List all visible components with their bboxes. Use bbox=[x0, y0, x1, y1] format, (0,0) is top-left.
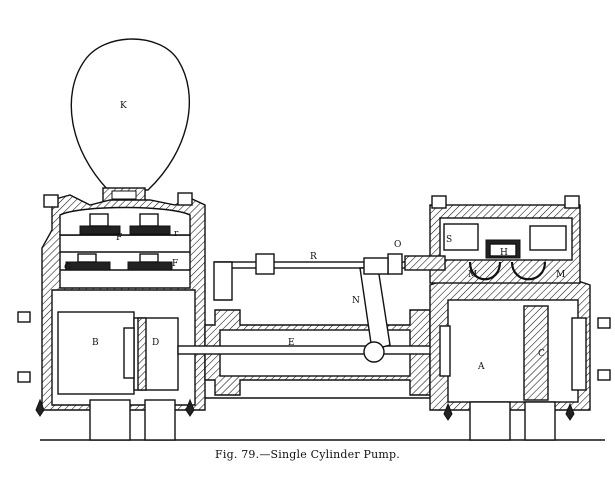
label-F: F bbox=[116, 233, 122, 243]
label-K: K bbox=[120, 101, 127, 111]
label-O: O bbox=[394, 240, 401, 250]
air-vessel bbox=[70, 38, 190, 203]
right-legs bbox=[443, 401, 575, 441]
left-legs bbox=[35, 398, 195, 441]
label-A: A bbox=[477, 362, 485, 372]
steam-chest bbox=[429, 195, 581, 284]
label-G: G bbox=[64, 263, 71, 273]
label-r: r bbox=[174, 229, 179, 239]
label-E: E bbox=[288, 338, 295, 348]
label-C: C bbox=[538, 349, 545, 359]
label-H: H bbox=[500, 248, 508, 258]
label-D: D bbox=[152, 338, 159, 348]
piston-rod bbox=[177, 345, 449, 355]
label-N: N bbox=[352, 296, 360, 306]
label-M-left: M bbox=[468, 270, 477, 280]
label-F-small: F bbox=[172, 259, 178, 269]
water-cylinder bbox=[57, 311, 179, 395]
figure-caption: Fig. 79.—Single Cylinder Pump. bbox=[215, 448, 400, 461]
label-B: B bbox=[92, 338, 99, 348]
steam-cylinder bbox=[429, 279, 611, 411]
label-M-right: M bbox=[556, 270, 565, 280]
label-R: R bbox=[310, 252, 317, 262]
label-S: S bbox=[446, 235, 452, 245]
valve-gear bbox=[213, 253, 446, 363]
